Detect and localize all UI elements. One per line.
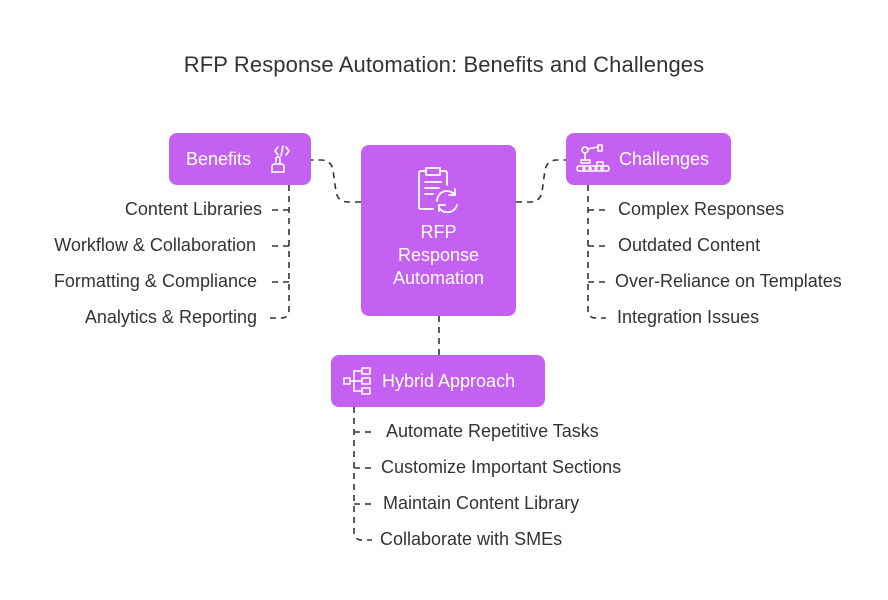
challenges-item-2: Outdated Content <box>618 235 761 255</box>
hybrid-trunk <box>353 407 372 541</box>
challenges-trunk <box>587 185 606 319</box>
benefits-node: Benefits <box>169 133 311 185</box>
hybrid-label: Hybrid Approach <box>382 370 516 391</box>
connector-center-challenges <box>516 159 566 203</box>
robot-arm-conveyor-icon <box>576 142 610 176</box>
center-label-line-2: Response <box>397 245 480 265</box>
challenges-label: Challenges <box>619 148 710 169</box>
code-touch-icon <box>265 142 299 176</box>
diagram-title: RFP Response Automation: Benefits and Ch… <box>183 52 705 77</box>
hybrid-node: Hybrid Approach <box>331 355 545 407</box>
benefits-trunk <box>270 185 290 319</box>
hybrid-item-3: Maintain Content Library <box>383 493 580 513</box>
challenges-node: Challenges <box>566 133 731 185</box>
benefits-item-3: Formatting & Compliance <box>53 271 257 291</box>
challenges-item-1: Complex Responses <box>618 199 785 219</box>
center-label: RFP Response Automation <box>393 221 484 290</box>
challenges-item-4: Integration Issues <box>617 307 760 327</box>
flow-diagram-icon <box>342 365 374 397</box>
center-label-line-1: RFP <box>420 222 457 242</box>
benefits-item-2: Workflow & Collaboration <box>54 235 256 255</box>
connector-center-benefits <box>311 159 361 203</box>
benefits-item-4: Analytics & Reporting <box>84 307 257 327</box>
clipboard-refresh-icon <box>413 165 465 213</box>
center-node: RFP Response Automation <box>361 145 516 316</box>
benefits-label: Benefits <box>186 148 252 169</box>
benefits-item-1: Content Libraries <box>124 199 262 219</box>
hybrid-item-1: Automate Repetitive Tasks <box>386 421 599 441</box>
hybrid-item-2: Customize Important Sections <box>381 457 622 477</box>
hybrid-item-4: Collaborate with SMEs <box>380 529 563 549</box>
challenges-item-3: Over-Reliance on Templates <box>615 271 842 291</box>
center-label-line-3: Automation <box>392 268 485 288</box>
